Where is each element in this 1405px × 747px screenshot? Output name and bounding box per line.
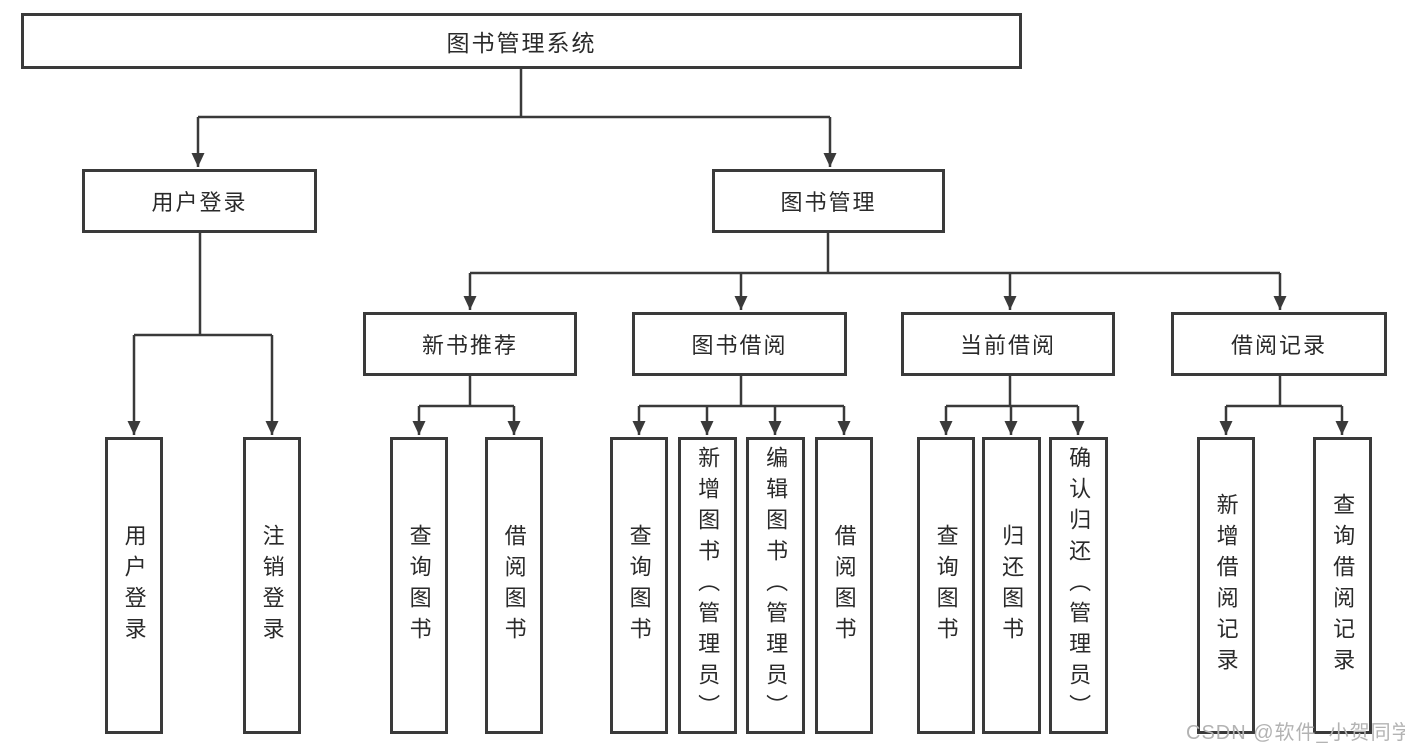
connector-line — [1226, 376, 1342, 408]
connector-root-fork — [191, 69, 837, 167]
node-book-borrow: 图书借阅 — [632, 312, 847, 376]
node-borrow-record: 借阅记录 — [1171, 312, 1387, 376]
connector-book-management-fork — [463, 233, 1287, 310]
node-book-borrow-label: 图书借阅 — [691, 333, 788, 358]
connector-line — [198, 69, 830, 119]
node-new-book-recommend: 新书推荐 — [363, 312, 577, 376]
node-borrow-record-label: 借阅记录 — [1230, 333, 1327, 358]
node-new-book-recommend-label: 新书推荐 — [421, 333, 518, 358]
leaf-query-book-3-label: 查询图书 — [933, 523, 959, 648]
connector-line — [419, 376, 514, 408]
leaf-confirm-return-admin-label: 确认归还（管理员） — [1066, 446, 1092, 725]
connector-book-borrow-fork — [632, 376, 851, 435]
leaf-borrow-book-1: 借阅图书 — [485, 437, 543, 734]
leaf-borrow-book-2-label: 借阅图书 — [831, 523, 857, 648]
leaf-borrow-book-1-label: 借阅图书 — [501, 523, 527, 648]
leaf-add-borrow-record-label: 新增借阅记录 — [1213, 492, 1239, 679]
connector-line — [639, 376, 844, 408]
node-book-management-label: 图书管理 — [780, 190, 877, 215]
leaf-add-book-admin: 新增图书（管理员） — [678, 437, 737, 734]
node-root-label: 图书管理系统 — [446, 30, 597, 56]
connector-line — [470, 233, 1280, 275]
leaf-query-book-1: 查询图书 — [390, 437, 448, 734]
leaf-borrow-book-2: 借阅图书 — [815, 437, 873, 734]
node-user-login-label: 用户登录 — [151, 190, 248, 215]
connector-line — [946, 376, 1078, 408]
node-current-borrow-label: 当前借阅 — [959, 333, 1056, 358]
csdn-watermark: CSDN @软件_小贺同学 — [1186, 722, 1405, 744]
leaf-return-book: 归还图书 — [982, 437, 1041, 734]
leaf-add-book-admin-label: 新增图书（管理员） — [695, 446, 721, 725]
leaf-add-borrow-record: 新增借阅记录 — [1197, 437, 1255, 734]
connector-user-login-fork — [127, 233, 279, 435]
leaf-logout: 注销登录 — [243, 437, 301, 734]
leaf-query-borrow-record: 查询借阅记录 — [1313, 437, 1372, 734]
leaf-user-login: 用户登录 — [105, 437, 163, 734]
connector-current-borrow-fork — [939, 376, 1085, 435]
connector-borrow-record-fork — [1219, 376, 1349, 435]
node-user-login: 用户登录 — [82, 169, 317, 233]
leaf-logout-label: 注销登录 — [259, 523, 285, 648]
leaf-user-login-label: 用户登录 — [121, 523, 147, 648]
connector-new-book-fork — [412, 376, 521, 435]
leaf-query-book-2-label: 查询图书 — [626, 523, 652, 648]
leaf-query-book-1-label: 查询图书 — [406, 523, 432, 648]
node-book-management: 图书管理 — [712, 169, 945, 233]
node-current-borrow: 当前借阅 — [901, 312, 1115, 376]
node-root: 图书管理系统 — [21, 13, 1022, 69]
leaf-query-borrow-record-label: 查询借阅记录 — [1330, 492, 1356, 679]
leaf-query-book-2: 查询图书 — [610, 437, 668, 734]
leaf-query-book-3: 查询图书 — [917, 437, 975, 734]
leaf-return-book-label: 归还图书 — [999, 523, 1025, 648]
connector-line — [134, 233, 272, 337]
leaf-edit-book-admin-label: 编辑图书（管理员） — [763, 446, 789, 725]
leaf-edit-book-admin: 编辑图书（管理员） — [746, 437, 805, 734]
leaf-confirm-return-admin: 确认归还（管理员） — [1049, 437, 1108, 734]
